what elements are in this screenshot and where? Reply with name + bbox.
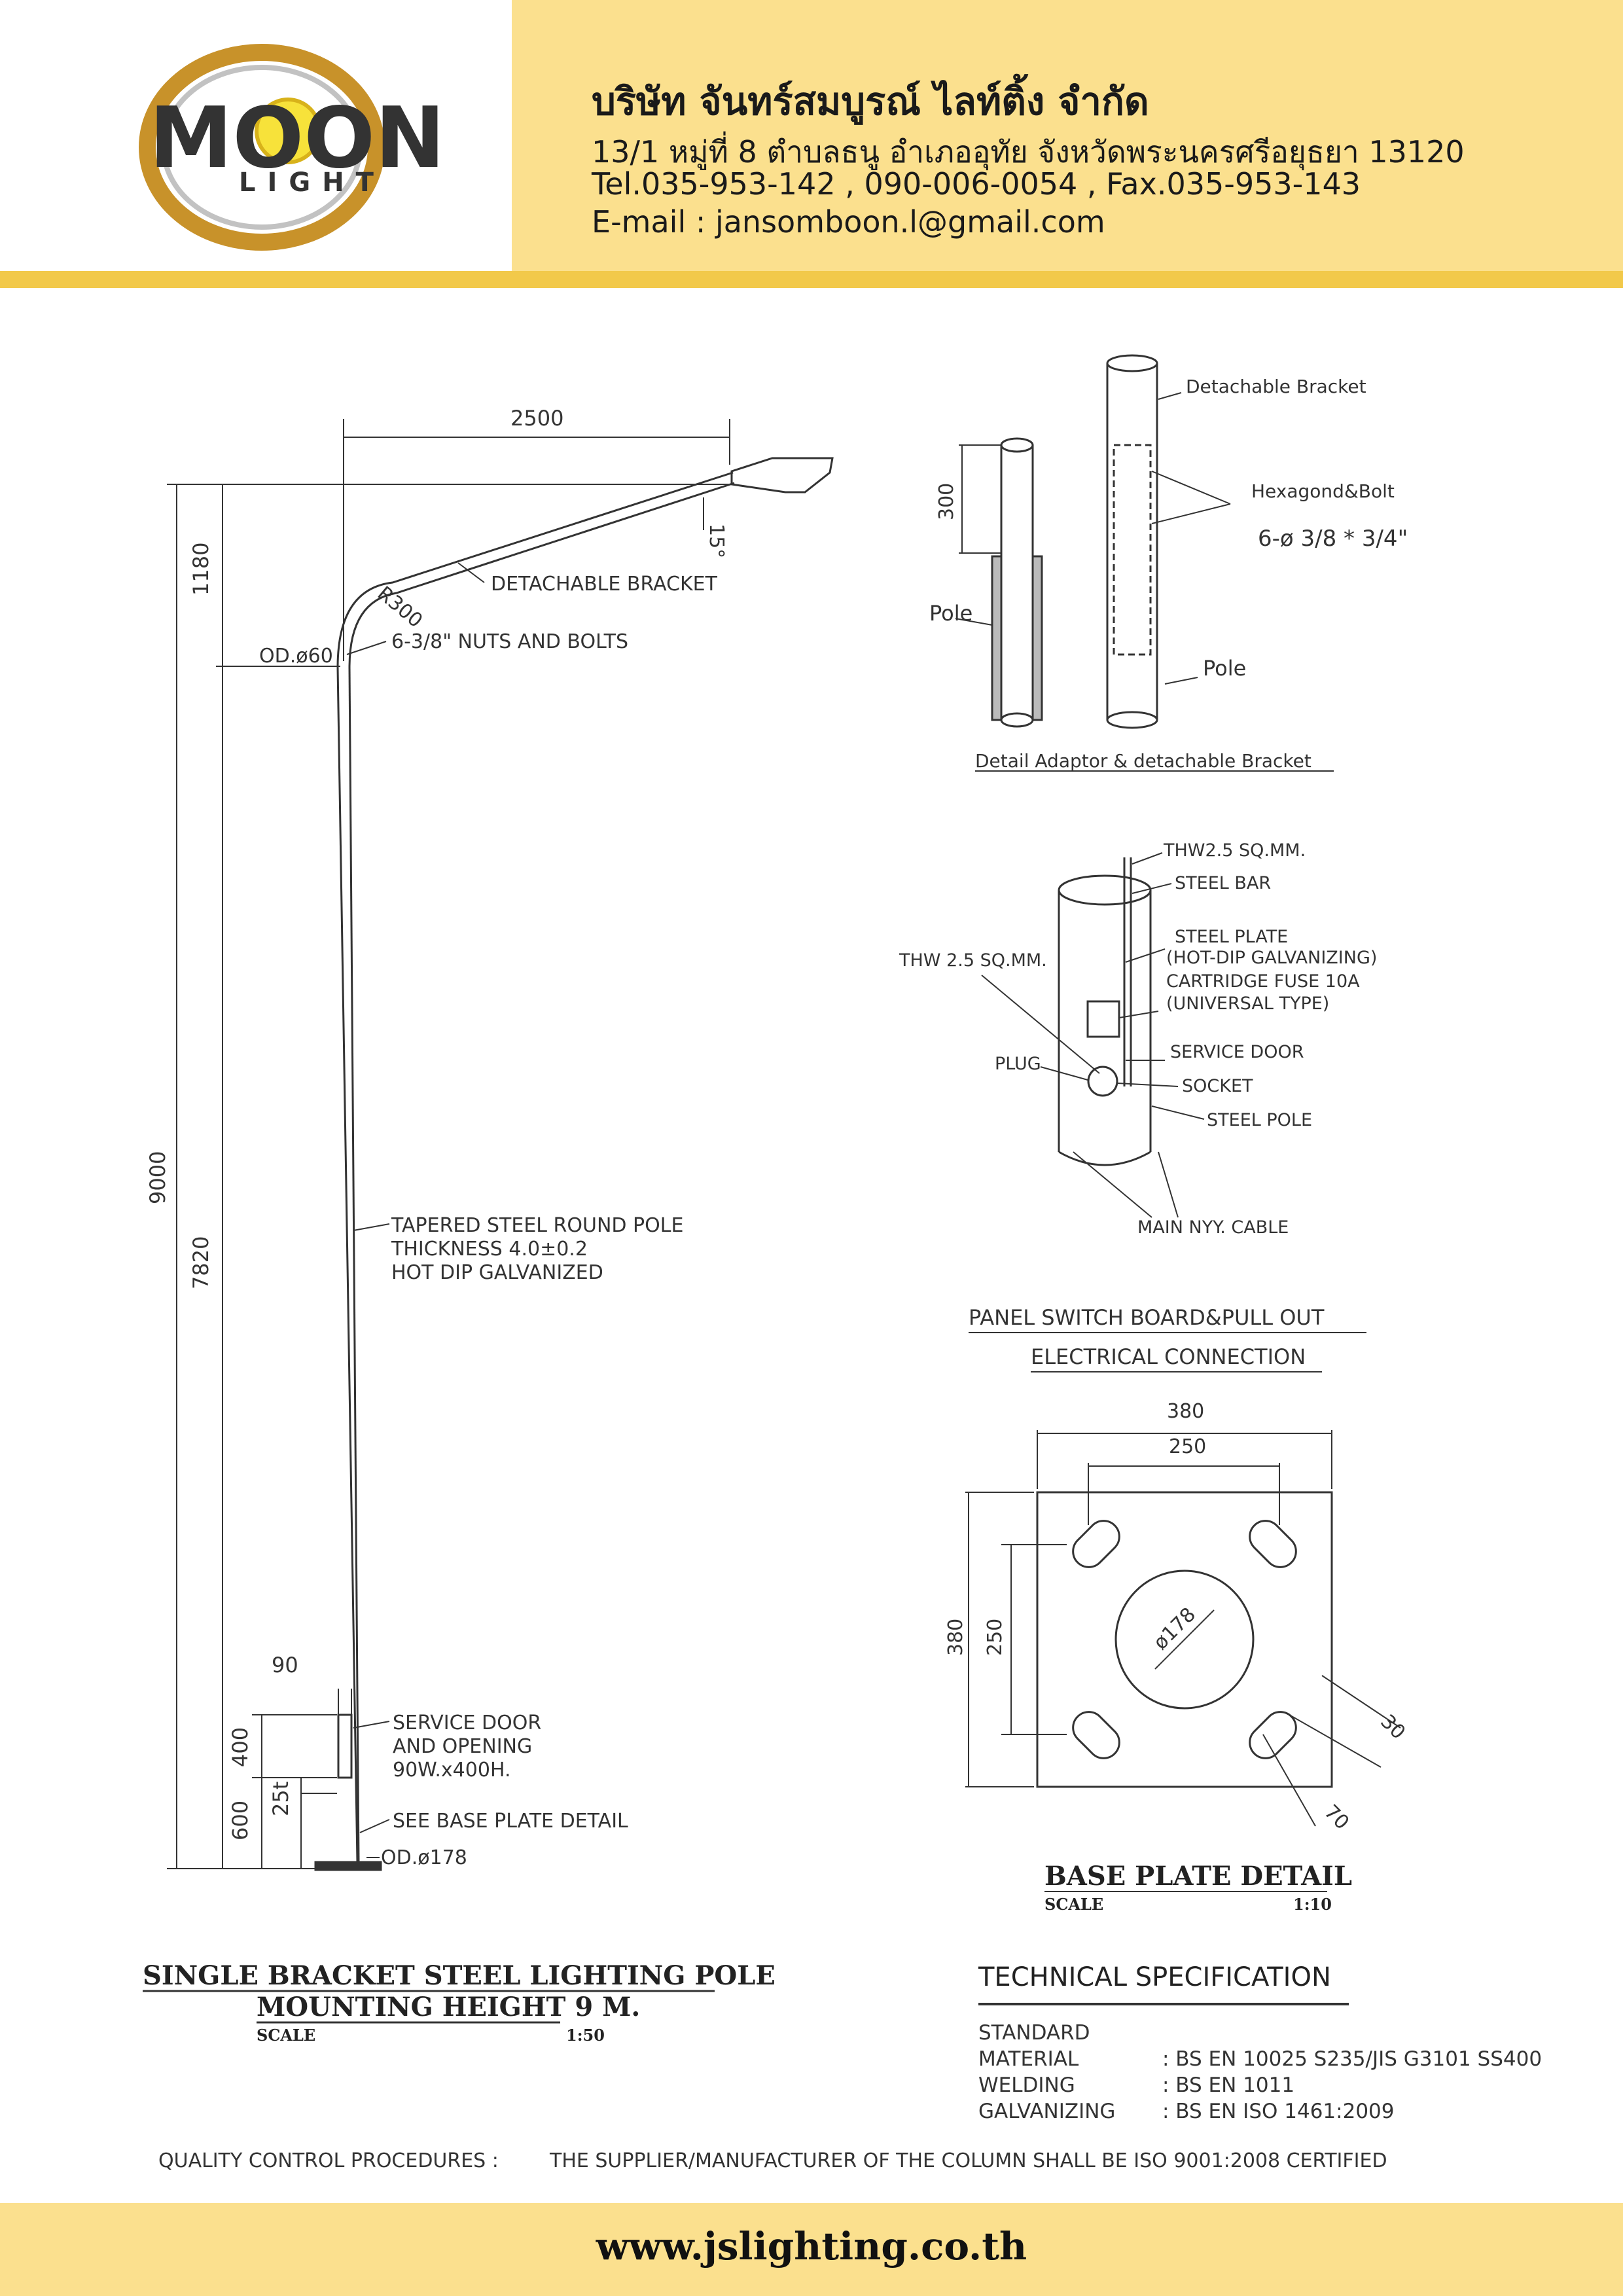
logo-ring <box>139 44 385 251</box>
label-see-base: SEE BASE PLATE DETAIL <box>393 1810 628 1833</box>
panel-socket: SOCKET <box>1182 1076 1253 1096</box>
header-logo-panel: MOON LIGHT <box>0 0 512 271</box>
spec-label: STANDARD <box>978 2021 1090 2045</box>
spec-value: : BS EN ISO 1461:2009 <box>1162 2100 1395 2123</box>
adaptor-dim-300: 300 <box>935 483 958 520</box>
panel-steel-pole: STEEL POLE <box>1207 1110 1312 1130</box>
pole-elevation <box>167 419 834 1871</box>
dim-total: 9000 <box>145 1151 170 1204</box>
spec-title: TECHNICAL SPECIFICATION <box>978 1962 1331 1992</box>
spec-title-underline <box>978 2003 1349 2005</box>
logo-bulb-icon <box>255 98 321 164</box>
dim-door-width: 90 <box>272 1653 298 1677</box>
panel-title-2: ELECTRICAL CONNECTION <box>1031 1344 1306 1369</box>
bp-scale-label: SCALE <box>1044 1895 1103 1914</box>
panel-service-door: SERVICE DOOR <box>1170 1042 1304 1062</box>
adaptor-bolt-spec: 6-ø 3/8 * 3/4" <box>1258 526 1408 552</box>
adaptor-pole-right: Pole <box>1203 656 1246 681</box>
adaptor-bracket-label: Detachable Bracket <box>1186 376 1366 397</box>
dim-base: 600 <box>228 1801 253 1840</box>
label-pole-2: THICKNESS 4.0±0.2 <box>391 1238 588 1261</box>
company-email: E-mail : jansomboon.l@gmail.com <box>592 204 1105 240</box>
pole-title-1: SINGLE BRACKET STEEL LIGHTING POLE <box>143 1960 776 1991</box>
label-nuts-bolts: 6-3/8" NUTS AND BOLTS <box>391 630 628 653</box>
panel-hot-dip: (HOT-DIP GALVANIZING) <box>1166 948 1377 968</box>
panel-switch-detail <box>969 852 1366 1372</box>
spec-label: WELDING <box>978 2073 1075 2097</box>
label-detachable-bracket: DETACHABLE BRACKET <box>491 573 718 596</box>
panel-title-1: PANEL SWITCH BOARD&PULL OUT <box>969 1305 1325 1330</box>
panel-fuse: CARTRIDGE FUSE 10A <box>1166 971 1360 992</box>
base-plate <box>314 1861 382 1871</box>
bp-diameter: ø178 <box>1149 1603 1200 1654</box>
header-info-panel <box>512 0 1623 271</box>
technical-drawing: 2500 1180 9000 7820 400 600 25t 90 15° R… <box>143 354 1410 2045</box>
panel-steel-plate: STEEL PLATE <box>1175 927 1288 947</box>
luminaire <box>730 457 834 493</box>
quality-control-text: THE SUPPLIER/MANUFACTURER OF THE COLUMN … <box>550 2149 1387 2172</box>
company-name: บริษัท จันทร์สมบูรณ์ ไลท์ติ้ง จำกัด <box>592 79 1149 124</box>
panel-cable: MAIN NYY. CABLE <box>1137 1217 1289 1238</box>
spec-label: GALVANIZING <box>978 2100 1116 2123</box>
panel-thw-top: THW2.5 SQ.MM. <box>1163 840 1306 861</box>
panel-universal: (UNIVERSAL TYPE) <box>1166 994 1329 1014</box>
bp-dim-380-top: 380 <box>1167 1400 1204 1423</box>
bp-dim-250-top: 250 <box>1169 1435 1206 1458</box>
pole-scale-value: 1:50 <box>566 2026 605 2045</box>
dim-shaft: 7820 <box>188 1236 213 1289</box>
spec-value: : BS EN 10025 S235/JIS G3101 SS400 <box>1162 2047 1543 2071</box>
adaptor-detail <box>955 354 1334 772</box>
spec-label: MATERIAL <box>978 2047 1079 2071</box>
dim-arm-length: 2500 <box>510 406 563 431</box>
adaptor-caption: Detail Adaptor & detachable Bracket <box>975 750 1311 772</box>
website-link[interactable]: www.jslighting.co.th <box>596 2224 1027 2269</box>
company-logo: MOON LIGHT <box>139 44 445 251</box>
company-phone: Tel.035-953-142 , 090-006-0054 , Fax.035… <box>592 166 1361 202</box>
logo-text: MOON <box>149 90 445 187</box>
quality-control-label: QUALITY CONTROL PROCEDURES : <box>158 2149 499 2172</box>
base-plate-detail <box>965 1430 1401 1892</box>
dim-door-offset: 25t <box>268 1782 293 1816</box>
panel-plug: PLUG <box>995 1054 1041 1074</box>
dim-angle: 15° <box>705 524 728 558</box>
spec-value: : BS EN 1011 <box>1162 2073 1295 2097</box>
dim-top: 1180 <box>188 543 213 596</box>
bp-dim-380-left: 380 <box>944 1619 967 1656</box>
label-door-2: AND OPENING <box>393 1735 532 1758</box>
header-divider <box>0 271 1623 288</box>
company-address: 13/1 หมู่ที่ 8 ตำบลธนู อำเภออุทัย จังหวั… <box>592 134 1465 170</box>
adaptor-pole-left: Pole <box>929 601 972 626</box>
footer-band <box>0 2203 1623 2296</box>
label-pole-3: HOT DIP GALVANIZED <box>391 1261 603 1284</box>
label-door-1: SERVICE DOOR <box>393 1712 541 1734</box>
label-pole-1: TAPERED STEEL ROUND POLE <box>391 1214 683 1237</box>
adaptor-bolt-label: Hexagond&Bolt <box>1251 480 1395 502</box>
od-top-label: OD.ø60 <box>259 645 333 668</box>
panel-steel-bar: STEEL BAR <box>1175 873 1271 893</box>
dim-door-height: 400 <box>228 1727 253 1767</box>
pole-scale-label: SCALE <box>257 2026 315 2045</box>
service-door <box>337 1713 353 1779</box>
bp-dim-70: 70 <box>1319 1801 1353 1835</box>
bp-scale-value: 1:10 <box>1293 1895 1332 1914</box>
panel-thw-left: THW 2.5 SQ.MM. <box>899 950 1047 971</box>
bp-title: BASE PLATE DETAIL <box>1044 1861 1352 1892</box>
logo-subtext: LIGHT <box>239 168 385 198</box>
od-base-label: OD.ø178 <box>381 1846 467 1869</box>
pole-title-2: MOUNTING HEIGHT 9 M. <box>257 1992 640 2022</box>
dim-radius: R300 <box>373 582 427 632</box>
bp-dim-250-left: 250 <box>984 1619 1007 1656</box>
label-door-3: 90W.x400H. <box>393 1759 511 1782</box>
